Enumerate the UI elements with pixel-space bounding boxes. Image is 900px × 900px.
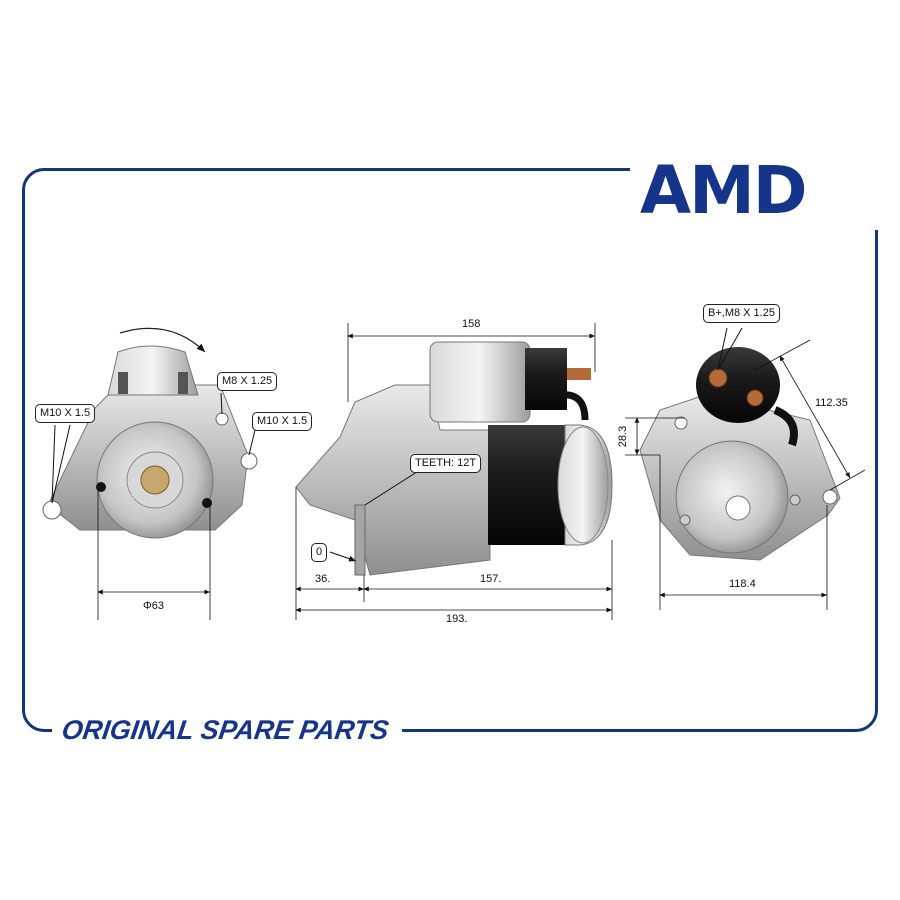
- callout-b-plus: B+,M8 X 1.25: [703, 304, 780, 323]
- mount-hole-right: [240, 452, 258, 470]
- pinion-gear: [140, 465, 170, 495]
- dim-line-112-35: [779, 355, 851, 479]
- solenoid-top: [107, 345, 199, 396]
- dim-phi63: Φ63: [143, 600, 165, 612]
- dim-112-35: 112.35: [815, 397, 848, 409]
- logo-background: [630, 150, 890, 230]
- callout-m8-left: M8 X 1.25: [217, 372, 278, 391]
- callout-teeth: TEETH: 12T: [410, 454, 482, 473]
- solenoid: [429, 341, 531, 423]
- rotation-arrow: [119, 327, 206, 353]
- pinion-shaft: [354, 504, 366, 576]
- tagline-background: [52, 712, 402, 752]
- brand-logo: AMD: [640, 152, 808, 229]
- solenoid-cap: [525, 348, 567, 410]
- front-view: [42, 327, 258, 620]
- sheet-frame: [22, 168, 878, 732]
- nose-housing: [295, 384, 491, 576]
- mount-hole-top: [215, 412, 229, 426]
- dim-36: 36.: [315, 573, 331, 585]
- callout-zero: 0: [311, 543, 328, 562]
- bolt-right: [202, 498, 212, 508]
- solenoid-terminal: [567, 368, 591, 380]
- side-view: [295, 323, 613, 620]
- callout-m10-right: M10 X 1.5: [252, 412, 313, 431]
- rear-solenoid: [696, 347, 780, 423]
- dim-158: 158: [462, 318, 481, 330]
- dim-157: 157.: [480, 573, 502, 585]
- bolt-left: [96, 482, 106, 492]
- rear-disc: [675, 440, 789, 554]
- dim-193: 193.: [446, 613, 468, 625]
- terminal-left: [118, 372, 128, 394]
- watermark: astero: [108, 490, 151, 505]
- solenoid-lead: [559, 391, 589, 421]
- motor-body: [488, 425, 568, 545]
- callout-m10-left: M10 X 1.5: [35, 404, 96, 423]
- mount-hole-left: [42, 500, 62, 520]
- rear-hole-top: [674, 416, 688, 430]
- rear-hole-right: [822, 489, 838, 505]
- s-terminal: [746, 389, 764, 407]
- rear-boss: [725, 495, 751, 521]
- b-plus-terminal: [708, 368, 728, 388]
- terminal-right: [178, 372, 188, 394]
- rear-view: [625, 327, 866, 610]
- dim-28-3: 28.3: [617, 425, 630, 448]
- dim-118-4: 118.4: [729, 578, 756, 590]
